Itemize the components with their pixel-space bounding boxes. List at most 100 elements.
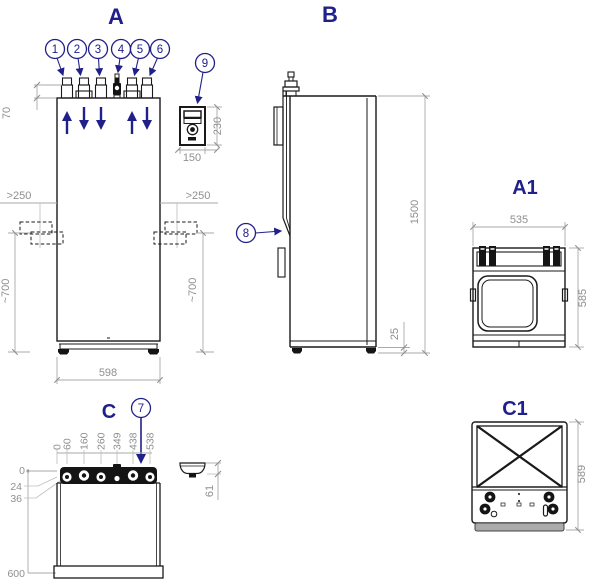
svg-text:1500: 1500	[409, 200, 421, 224]
pipe-connection-2	[75, 77, 93, 99]
svg-text:349: 349	[112, 432, 124, 450]
callout-2: 2	[66, 38, 88, 77]
svg-text:5: 5	[137, 44, 143, 56]
unit-body-detail	[53, 482, 164, 579]
svg-text:150: 150	[183, 152, 201, 164]
foot-profile	[179, 462, 206, 478]
pipe-stub	[543, 246, 550, 266]
svg-text:589: 589	[576, 465, 588, 483]
svg-text:535: 535	[510, 214, 528, 226]
pipe-connection-1	[60, 77, 74, 99]
svg-text:4: 4	[118, 44, 125, 56]
pipe-connection-3	[94, 77, 108, 99]
callout-8: 8	[235, 222, 283, 244]
panel-display-line	[183, 118, 202, 124]
svg-text:0: 0	[52, 444, 64, 450]
dimension-1500: 1500	[378, 92, 430, 357]
svg-text:61: 61	[204, 485, 216, 497]
pipe-stub	[553, 246, 560, 266]
unit-body-side	[277, 91, 377, 354]
flow-arrows	[62, 107, 152, 134]
svg-text:~700: ~700	[0, 279, 12, 304]
feet-right	[542, 491, 559, 517]
dimension-150: 150	[174, 146, 221, 164]
view-c: C 7 0 60 160 260 349 438 538	[7, 397, 222, 580]
unit-body-front	[56, 97, 161, 355]
svg-text:598: 598	[99, 367, 117, 379]
panel-display	[183, 110, 202, 119]
svg-text:70: 70	[1, 107, 13, 119]
side-connection-right-dashed	[153, 221, 198, 245]
svg-text:260: 260	[96, 432, 108, 450]
view-a-title: A	[108, 4, 124, 29]
pipe-connection-6	[140, 77, 154, 99]
dimension-61: 61	[204, 459, 222, 500]
svg-text:>250: >250	[7, 190, 32, 202]
bottom-band	[474, 522, 565, 532]
connection-fittings	[60, 464, 157, 484]
svg-text:>250: >250	[186, 190, 211, 202]
view-a: A 1 2 3 4 5 6	[0, 4, 218, 384]
svg-text:585: 585	[577, 289, 589, 307]
dimension-25: 25	[378, 322, 412, 357]
x-position-scale: 0 60 160 260 349 438 538	[52, 432, 157, 464]
callout-7: 7	[130, 397, 152, 464]
pipe-stub	[479, 246, 486, 266]
svg-text:230: 230	[212, 117, 224, 135]
dimension-600: 600	[7, 568, 25, 580]
dimension-535: 535	[469, 214, 569, 246]
panel-button	[188, 137, 196, 141]
dimension-70: 70	[1, 81, 62, 119]
callout-9: 9	[194, 52, 216, 105]
foot	[292, 348, 302, 354]
svg-text:8: 8	[243, 228, 249, 240]
svg-text:7: 7	[138, 403, 144, 415]
cross-brace	[476, 425, 563, 488]
bottom-fixings	[500, 492, 535, 507]
callout-4: 4	[110, 38, 132, 74]
callout-5: 5	[129, 38, 151, 77]
dimension-700-right: ~700	[187, 229, 214, 356]
view-b: B	[235, 2, 430, 357]
svg-text:0: 0	[19, 465, 25, 477]
svg-text:538: 538	[145, 432, 157, 450]
svg-text:438: 438	[128, 432, 140, 450]
dimension-585: 585	[569, 244, 589, 351]
dimension-700-left: ~700	[0, 229, 30, 356]
callout-3: 3	[87, 38, 109, 77]
dimension-230: 230	[207, 103, 224, 149]
unit-bottom-view	[471, 421, 568, 532]
svg-text:24: 24	[10, 481, 22, 493]
svg-text:6: 6	[157, 44, 163, 56]
dimension-clearance-right: >250	[160, 190, 218, 248]
view-c1-title: C1	[502, 398, 528, 420]
svg-text:25: 25	[389, 328, 401, 340]
svg-text:60: 60	[62, 438, 74, 450]
dimension-clearance-left: >250	[0, 190, 57, 248]
view-b-title: B	[322, 2, 338, 27]
svg-text:3: 3	[95, 44, 101, 56]
side-panel-display	[273, 106, 284, 146]
pipe-stub	[489, 246, 496, 266]
view-a1-title: A1	[512, 177, 538, 199]
view-c1: C1	[471, 398, 588, 534]
callout-1: 1	[44, 38, 66, 77]
panel-housing	[179, 106, 206, 146]
svg-text:160: 160	[79, 432, 91, 450]
panel-knob	[186, 123, 199, 136]
feet-left	[479, 491, 498, 518]
pipe-connection-5	[123, 77, 141, 99]
svg-text:1: 1	[52, 44, 58, 56]
y-position-scale: 0 24 36 600	[7, 465, 61, 580]
foot	[366, 348, 376, 354]
svg-text:2: 2	[74, 44, 80, 56]
side-connection-left-dashed	[19, 221, 64, 245]
dimension-598: 598	[53, 357, 164, 384]
unit-top-view	[469, 246, 569, 348]
view-c-title: C	[102, 401, 116, 423]
control-panel: 9 230 150	[174, 52, 224, 164]
svg-text:~700: ~700	[187, 278, 199, 303]
svg-text:36: 36	[10, 493, 22, 505]
